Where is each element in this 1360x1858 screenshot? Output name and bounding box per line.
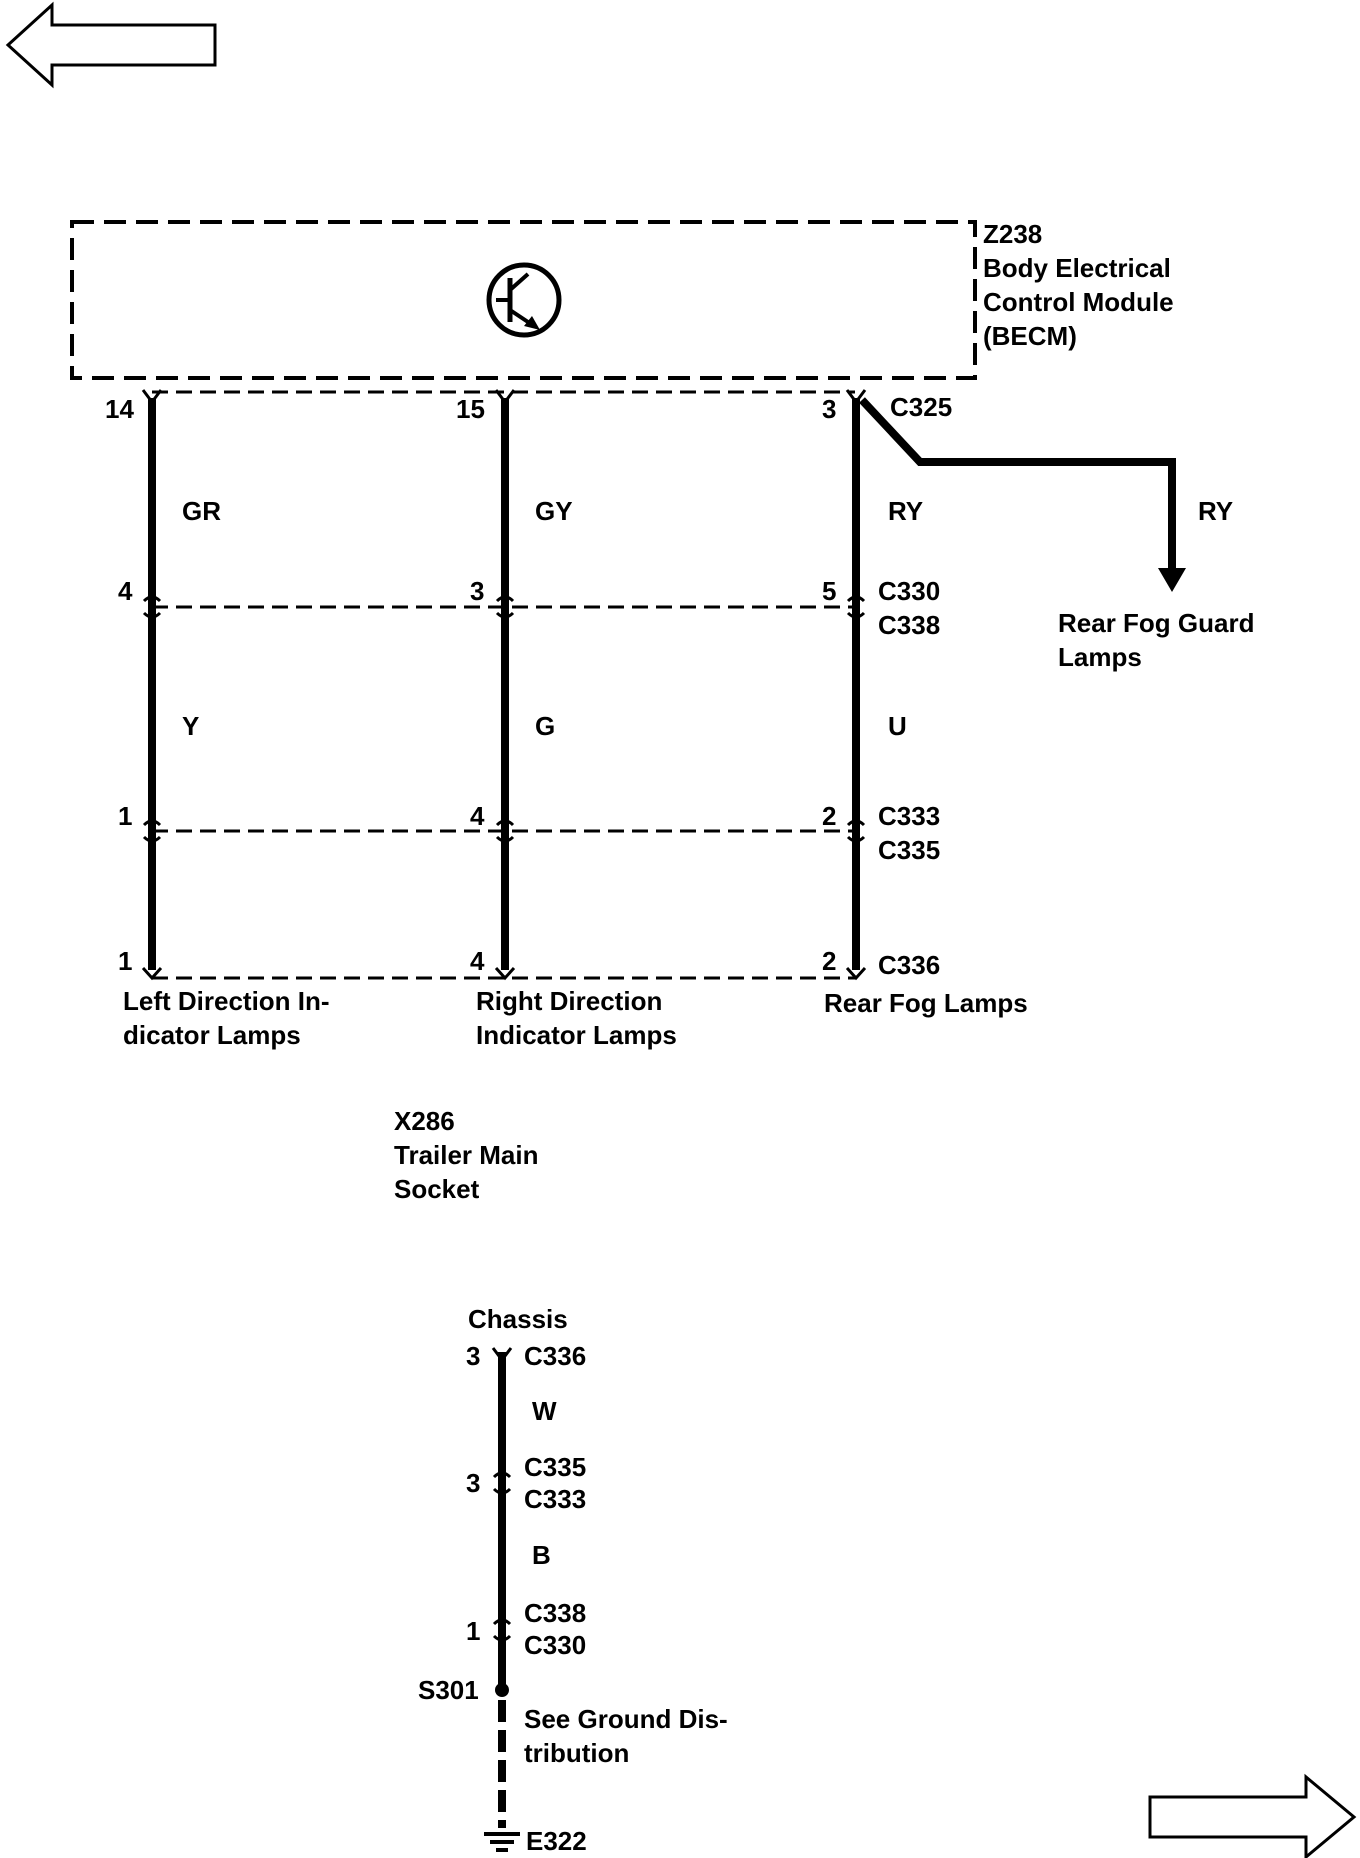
branch-dest-line1: Rear Fog Guard <box>1058 608 1254 638</box>
right-pin-top: 3 <box>822 394 836 424</box>
module-name-line3: (BECM) <box>983 321 1077 351</box>
left-pin-mid-top: 4 <box>118 576 133 606</box>
right-color-mid: U <box>888 711 907 741</box>
connector-c333-label: C333 <box>878 801 940 831</box>
center-pin-mid-bot: 4 <box>470 801 485 831</box>
ground-symbol-icon <box>484 1832 520 1852</box>
socket-line1: Trailer Main <box>394 1140 539 1170</box>
ground-pin3: 1 <box>466 1616 480 1646</box>
connector-c335-label: C335 <box>878 835 940 865</box>
socket-line2: Socket <box>394 1174 480 1204</box>
right-pin-mid-top: 5 <box>822 576 836 606</box>
ground-pin-symbols <box>491 1347 513 1642</box>
splice-dot <box>495 1683 509 1697</box>
center-pin-top: 15 <box>456 394 485 424</box>
left-load-line2: dicator Lamps <box>123 1020 301 1050</box>
module-id: Z238 <box>983 219 1042 249</box>
left-load-line1: Left Direction In- <box>123 986 330 1016</box>
ground-pin2: 3 <box>466 1468 480 1498</box>
branch-color: RY <box>1198 496 1233 526</box>
branch-arrow <box>1158 568 1186 592</box>
left-pin-top: 14 <box>105 394 134 424</box>
wire-branch <box>859 397 1176 572</box>
right-load-line1: Rear Fog Lamps <box>824 988 1028 1018</box>
ground-pin1: 3 <box>466 1341 480 1371</box>
ground-conn2b: C333 <box>524 1484 586 1514</box>
right-pin-bot: 2 <box>822 946 836 976</box>
left-pin-mid-bot: 1 <box>118 801 132 831</box>
ground-note-line2: tribution <box>524 1738 629 1768</box>
ground-color1: W <box>532 1396 557 1426</box>
right-color-top: RY <box>888 496 923 526</box>
module-name-line2: Control Module <box>983 287 1174 317</box>
branch-dest-line2: Lamps <box>1058 642 1142 672</box>
right-arrow-icon[interactable] <box>1148 1773 1357 1858</box>
left-pin-bot: 1 <box>118 946 132 976</box>
right-pin-mid-bot: 2 <box>822 801 836 831</box>
transistor-icon <box>486 262 562 338</box>
center-load-line1: Right Direction <box>476 986 662 1016</box>
connector-c336-label: C336 <box>878 950 940 980</box>
module-name-line1: Body Electrical <box>983 253 1171 283</box>
module-box <box>70 220 977 380</box>
ground-color2: B <box>532 1540 551 1570</box>
ground-id: E322 <box>526 1826 587 1856</box>
ground-conn2a: C335 <box>524 1452 586 1482</box>
center-color-mid: G <box>535 711 555 741</box>
ground-conn3a: C338 <box>524 1598 586 1628</box>
ground-conn3b: C330 <box>524 1630 586 1660</box>
ground-note-line1: See Ground Dis- <box>524 1704 728 1734</box>
center-color-top: GY <box>535 496 573 526</box>
left-color-mid: Y <box>182 711 199 741</box>
center-load-line2: Indicator Lamps <box>476 1020 677 1050</box>
left-color-top: GR <box>182 496 221 526</box>
connector-c338-label: C338 <box>878 610 940 640</box>
connector-c325-label: C325 <box>890 392 952 422</box>
pin-symbols <box>141 389 867 981</box>
left-arrow-icon[interactable] <box>5 1 217 89</box>
ground-title: Chassis <box>468 1304 568 1334</box>
ground-conn1: C336 <box>524 1341 586 1371</box>
center-pin-mid-top: 3 <box>470 576 484 606</box>
center-pin-bot: 4 <box>470 946 485 976</box>
splice-label: S301 <box>418 1675 479 1705</box>
socket-id: X286 <box>394 1106 455 1136</box>
connector-c330-label: C330 <box>878 576 940 606</box>
